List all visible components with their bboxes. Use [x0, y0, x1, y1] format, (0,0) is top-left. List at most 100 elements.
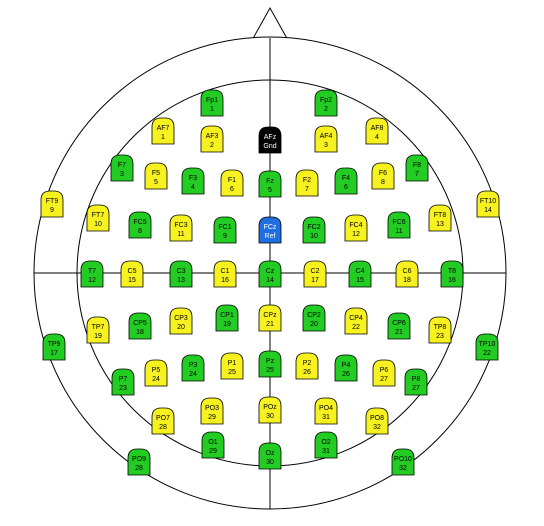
- electrode-name: Fz: [266, 178, 274, 185]
- electrode-cap-icon: [200, 397, 224, 425]
- electrode-cap-icon: [348, 260, 372, 288]
- electrode-cap-icon: [86, 316, 110, 344]
- electrode-name: P6: [380, 367, 389, 374]
- electrode-cap-icon: [200, 89, 224, 117]
- electrode-cap-icon: [391, 448, 415, 476]
- electrode-channel-number: 32: [399, 465, 407, 472]
- electrode-cap-icon: [302, 304, 326, 332]
- electrode-name: CPz: [263, 312, 277, 319]
- electrode-name: PO10: [394, 456, 412, 463]
- electrode-name: F8: [413, 162, 421, 169]
- electrode-name: F5: [152, 170, 160, 177]
- electrode-cap-icon: [314, 125, 338, 153]
- electrode-cap-icon: [111, 368, 135, 396]
- electrode-cap-icon: [405, 154, 429, 182]
- electrode-cap-icon: [258, 126, 282, 154]
- electrode-name: CP2: [307, 312, 321, 319]
- electrode-name: FT8: [434, 212, 447, 219]
- electrode-name: P8: [412, 376, 421, 383]
- electrode-name: PO4: [319, 405, 333, 412]
- electrode-channel-number: 26: [342, 371, 350, 378]
- electrode-name: FCz: [264, 224, 277, 231]
- electrode-name: Oz: [266, 450, 275, 457]
- electrode-channel-number: 17: [311, 277, 319, 284]
- electrode-channel-number: 27: [412, 385, 420, 392]
- electrode-channel-number: 23: [119, 385, 127, 392]
- electrode-cap-icon: [314, 397, 338, 425]
- electrode-cap-icon: [365, 117, 389, 145]
- electrode-name: CP6: [392, 320, 406, 327]
- electrode-channel-number: 26: [303, 369, 311, 376]
- electrode-channel-number: 2: [210, 142, 214, 149]
- electrode-name: C5: [128, 268, 137, 275]
- electrode-channel-number: 30: [266, 413, 274, 420]
- electrode-name: CP4: [349, 315, 363, 322]
- electrode-channel-number: 20: [177, 324, 185, 331]
- electrode-channel-number: 9: [50, 207, 54, 214]
- electrode-cap-icon: [387, 312, 411, 340]
- electrode-cap-icon: [258, 170, 282, 198]
- electrode-channel-number: 3: [120, 171, 124, 178]
- electrode-name: FT9: [46, 198, 59, 205]
- electrode-name: F4: [342, 175, 350, 182]
- electrode-cap-icon: [181, 354, 205, 382]
- electrode-cap-icon: [120, 260, 144, 288]
- electrode-channel-number: 19: [94, 333, 102, 340]
- electrode-channel-number: 12: [88, 277, 96, 284]
- electrode-name: TP10: [479, 341, 496, 348]
- electrode-channel-number: 12: [352, 231, 360, 238]
- electrode-cap-icon: [395, 260, 419, 288]
- electrode-f6: F68: [371, 162, 395, 190]
- electrode-channel-number: Gnd: [263, 143, 276, 150]
- electrode-cap-icon: [40, 190, 64, 218]
- electrode-channel-number: 23: [436, 333, 444, 340]
- electrode-name: Fp1: [206, 97, 218, 104]
- electrode-f3: F34: [181, 167, 205, 195]
- electrode-channel-number: 8: [138, 228, 142, 235]
- electrode-channel-number: 22: [352, 324, 360, 331]
- electrode-name: P5: [152, 367, 161, 374]
- electrode-cap-icon: [258, 260, 282, 288]
- electrode-name: F2: [303, 177, 311, 184]
- electrode-cap-icon: [200, 125, 224, 153]
- electrode-name: F7: [118, 162, 126, 169]
- electrode-cap-icon: [428, 204, 452, 232]
- electrode-name: TP8: [434, 324, 447, 331]
- electrode-channel-number: 28: [159, 424, 167, 431]
- electrode-channel-number: 16: [448, 277, 456, 284]
- electrode-name: P7: [119, 376, 128, 383]
- electrode-channel-number: 18: [136, 329, 144, 336]
- electrode-cap-icon: [80, 260, 104, 288]
- electrode-cap-icon: [258, 396, 282, 424]
- electrode-name: P1: [228, 360, 237, 367]
- electrode-channel-number: 6: [230, 186, 234, 193]
- electrode-channel-number: 7: [305, 186, 309, 193]
- electrode-f5: F55: [144, 162, 168, 190]
- electrode-cap-icon: [404, 368, 428, 396]
- electrode-channel-number: 5: [154, 179, 158, 186]
- electrode-name: AF7: [157, 125, 170, 132]
- electrode-f4: F46: [334, 167, 358, 195]
- electrode-cap-icon: [372, 359, 396, 387]
- electrode-name: PO9: [132, 456, 146, 463]
